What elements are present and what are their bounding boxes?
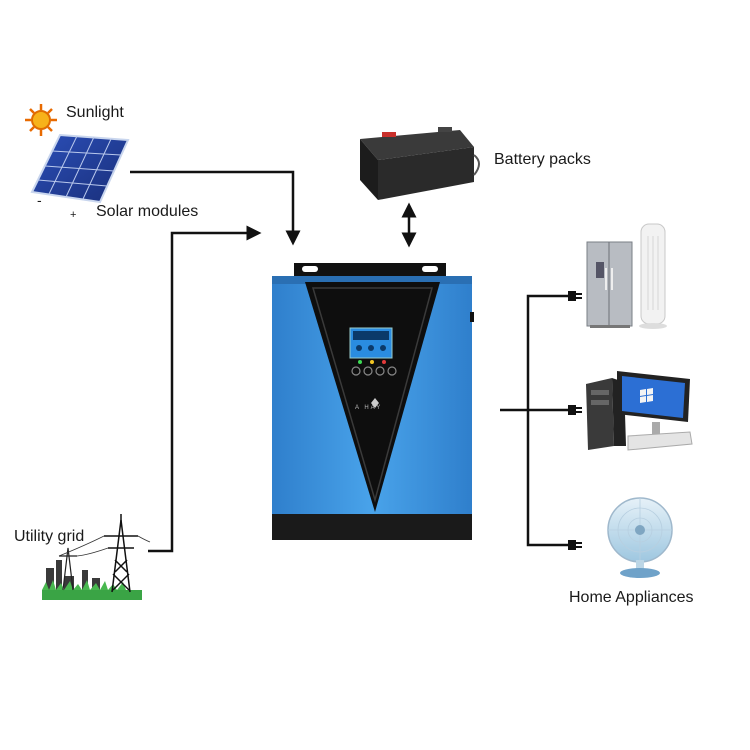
plug-icon: [568, 291, 582, 301]
plug-icon: [568, 540, 582, 550]
solar-modules-label: Solar modules: [96, 203, 199, 220]
solar-panel-icon: [30, 133, 130, 204]
battery-packs-label: Battery packs: [494, 151, 591, 168]
grid-to-inverter-line: [148, 225, 262, 553]
solar-positive-terminal: +: [70, 209, 77, 221]
utility-grid-label: Utility grid: [14, 528, 85, 545]
load-bus-line: [526, 294, 568, 547]
inverter-unit: [272, 263, 474, 540]
sun-icon: [25, 104, 57, 136]
tower-fan-icon: [639, 223, 667, 329]
solar-negative-terminal: -: [37, 192, 42, 208]
home-appliances-label: Home Appliances: [569, 589, 694, 606]
refrigerator-icon: [586, 241, 633, 328]
battery-pack-icon: [360, 127, 480, 200]
connection-lines: [130, 170, 568, 553]
inverter-brand-mark: A HAY: [355, 405, 383, 411]
plug-icons: [568, 291, 582, 550]
solar-to-inverter-line: [130, 170, 301, 246]
desk-fan-icon: [607, 497, 673, 578]
plug-icon: [568, 405, 582, 415]
utility-grid-icon: [42, 514, 151, 600]
desktop-computer-icon: [586, 371, 693, 451]
sunlight-label: Sunlight: [66, 104, 124, 121]
